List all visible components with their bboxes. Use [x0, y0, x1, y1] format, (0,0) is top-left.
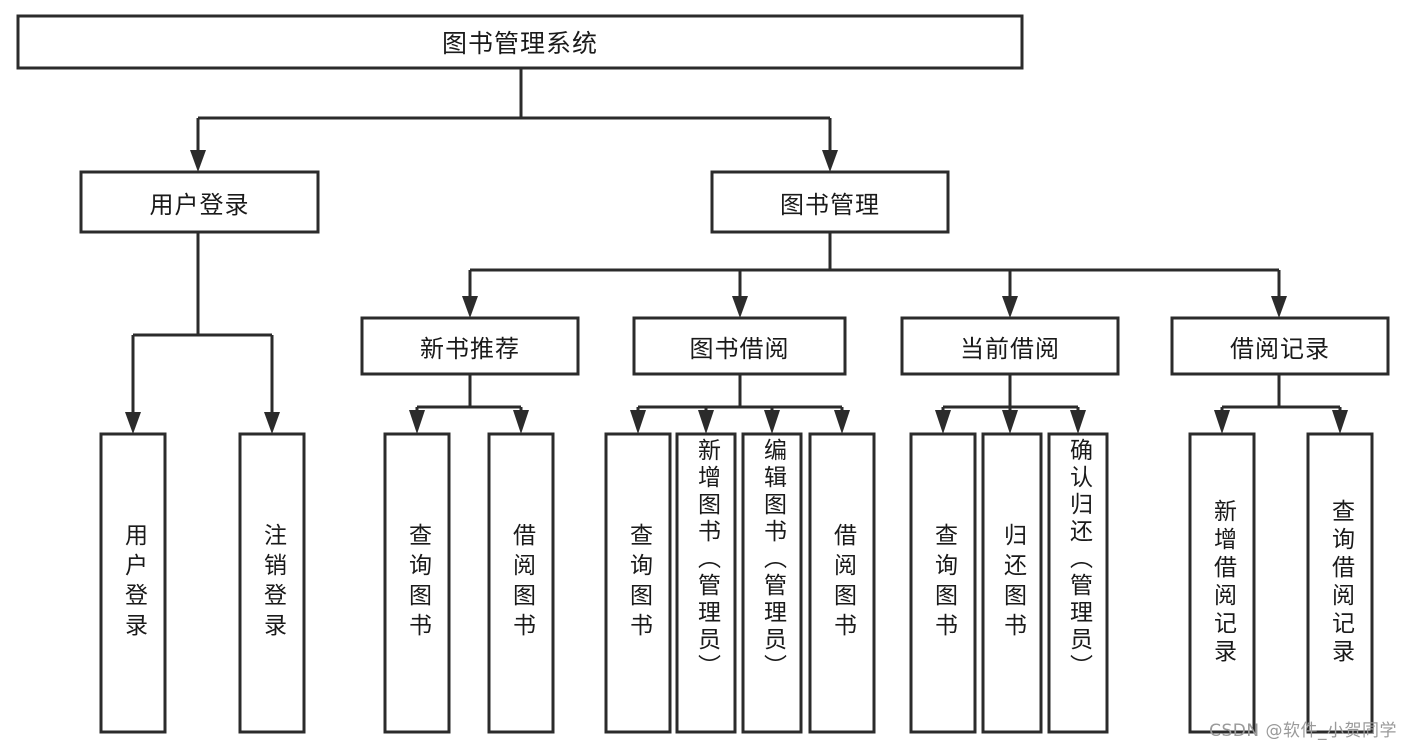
- connector-group-records: [1214, 374, 1348, 434]
- connector-group-newbook: [409, 374, 529, 434]
- arrow-head-icon: [1002, 296, 1018, 318]
- leaf-box-query-book-2[interactable]: [604, 432, 672, 734]
- arrow-head-icon: [513, 410, 529, 434]
- leaf-box-borrow-book-2[interactable]: [808, 432, 876, 734]
- leaf-box-confirm-return-admin[interactable]: [1047, 432, 1109, 734]
- arrow-head-icon: [834, 410, 850, 434]
- node-box-borrow-records[interactable]: [1170, 316, 1390, 376]
- leaf-box-query-borrow-record[interactable]: [1306, 432, 1374, 734]
- node-box-new-book-recommend[interactable]: [360, 316, 580, 376]
- node-box-current-borrow[interactable]: [900, 316, 1120, 376]
- node-box-root[interactable]: [16, 14, 1024, 70]
- arrow-head-icon: [698, 410, 714, 434]
- connector-group-borrow: [630, 374, 850, 434]
- arrow-head-icon: [264, 412, 280, 434]
- node-box-book-borrow[interactable]: [632, 316, 847, 376]
- node-box-user-login[interactable]: [79, 170, 320, 234]
- leaf-box-edit-book-admin[interactable]: [741, 432, 803, 734]
- arrow-head-icon: [630, 410, 646, 434]
- leaf-box-query-book-1[interactable]: [383, 432, 451, 734]
- arrow-head-icon: [462, 296, 478, 318]
- csdn-watermark: CSDN @软件_小贺同学: [1209, 721, 1397, 741]
- leaf-box-query-book-3[interactable]: [909, 432, 977, 734]
- arrow-head-icon: [764, 410, 780, 434]
- arrow-head-icon: [822, 150, 838, 172]
- arrow-head-icon: [409, 410, 425, 434]
- arrow-head-icon: [125, 412, 141, 434]
- node-box-book-management[interactable]: [710, 170, 950, 234]
- leaf-box-user-login[interactable]: [99, 432, 167, 734]
- arrow-head-icon: [1002, 410, 1018, 434]
- arrow-head-icon: [1214, 410, 1230, 434]
- connector-group-root: [190, 68, 838, 172]
- leaf-box-add-book-admin[interactable]: [675, 432, 737, 734]
- leaf-box-borrow-book-1[interactable]: [487, 432, 555, 734]
- arrow-head-icon: [732, 296, 748, 318]
- leaf-box-add-borrow-record[interactable]: [1188, 432, 1256, 734]
- arrow-head-icon: [1271, 296, 1287, 318]
- arrow-head-icon: [935, 410, 951, 434]
- connector-group-book-mgmt: [462, 232, 1287, 318]
- connector-group-current: [935, 374, 1086, 434]
- leaf-box-return-book[interactable]: [981, 432, 1043, 734]
- leaf-box-logout[interactable]: [238, 432, 306, 734]
- arrow-head-icon: [1332, 410, 1348, 434]
- connector-group-user-login: [125, 232, 280, 434]
- arrow-head-icon: [1070, 410, 1086, 434]
- arrow-head-icon: [190, 150, 206, 172]
